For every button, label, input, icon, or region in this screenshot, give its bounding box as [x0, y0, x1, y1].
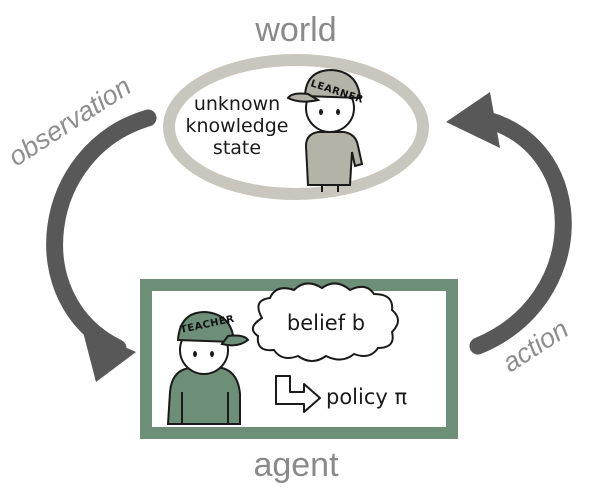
world-title: world	[254, 11, 336, 49]
policy-text: policy π	[326, 385, 407, 409]
world-text-line3: state	[213, 137, 261, 159]
world-text-line1: unknown	[194, 93, 280, 115]
learner-character: LEARNER	[286, 68, 365, 192]
learner-shirt	[304, 131, 364, 186]
belief-text: belief b	[287, 311, 365, 335]
action-arrow	[446, 92, 572, 355]
learner-cap	[303, 68, 362, 100]
agent-title: agent	[253, 446, 339, 484]
unknown-knowledge-state-text: unknown knowledge state	[186, 93, 289, 159]
learner-cap-brim	[286, 92, 321, 103]
belief-cloud-shape	[251, 282, 399, 362]
teacher-cap-brim	[220, 334, 250, 347]
observation-label: observation	[3, 71, 136, 172]
belief-cloud: belief b	[251, 282, 399, 362]
policy-arrow-icon	[275, 375, 321, 413]
observation-arrow	[46, 109, 157, 382]
teacher-character: TEACHER	[166, 310, 250, 425]
teacher-body	[166, 367, 241, 425]
teacher-cap	[176, 310, 236, 344]
world-text-line2: knowledge	[186, 115, 289, 137]
